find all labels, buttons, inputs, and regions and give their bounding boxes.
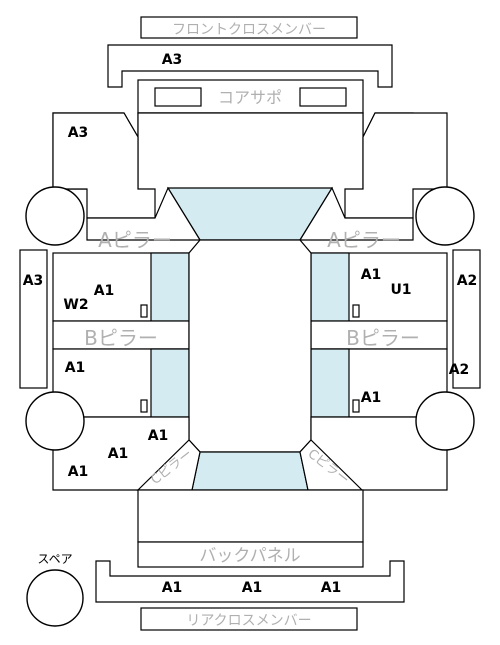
damage-code-fr-door-1: A1 (361, 267, 382, 283)
rear-left-handle (140, 399, 148, 413)
right-side-sill (452, 249, 481, 389)
rear-right-handle (352, 399, 360, 413)
damage-code-front-left-fender: A3 (68, 125, 89, 141)
a-pillar-left-label: Aピラー (98, 228, 172, 252)
a-pillar-right (298, 186, 414, 241)
rear-cross-member: リアクロスメンバー (140, 607, 358, 631)
rear-bumper-bracket (95, 560, 405, 603)
damage-code-fl-door-1: A1 (94, 283, 115, 299)
damage-code-right-sill: A2 (457, 273, 478, 289)
damage-code-left-sill: A3 (23, 273, 44, 289)
front-cross-member: フロントクロスメンバー (140, 16, 358, 39)
left-side-sill (19, 249, 48, 389)
damage-code-lr-fender-3: A1 (68, 464, 89, 480)
tire-front-right (415, 186, 475, 246)
front-right-window (310, 252, 350, 322)
front-left-handle (140, 304, 148, 318)
damage-code-right-rear-sill: A2 (449, 362, 470, 378)
damage-code-lr-fender-2: A1 (108, 446, 129, 462)
front-cross-member-label: フロントクロスメンバー (172, 22, 326, 38)
damage-code-rear-cross-1: A1 (162, 580, 183, 596)
b-pillar-left-label: Bピラー (84, 326, 158, 350)
rear-left-window (150, 348, 190, 418)
front-bumper-bracket (107, 44, 393, 88)
b-pillar-right-label: Bピラー (346, 326, 420, 350)
back-panel-label: バックパネル (199, 546, 300, 566)
rear-right-window (310, 348, 350, 418)
damage-code-fl-door-2: W2 (63, 297, 88, 313)
front-left-fender (52, 112, 156, 219)
tire-front-left (25, 186, 85, 246)
damage-code-rear-cross-3: A1 (321, 580, 342, 596)
a-pillar-left (86, 186, 202, 241)
b-pillar-left (52, 320, 190, 350)
damage-code-rl-door: A1 (65, 360, 86, 376)
damage-code-lr-fender-1: A1 (148, 428, 169, 444)
roof (188, 239, 312, 453)
rear-window (191, 451, 309, 491)
back-panel (137, 541, 364, 568)
trunk-lid (137, 489, 364, 543)
damage-code-rr-door: A1 (361, 390, 382, 406)
front-left-window (150, 252, 190, 322)
damage-code-rear-cross-2: A1 (242, 580, 263, 596)
rear-cross-member-label: リアクロスメンバー (186, 613, 311, 629)
spare-label: スペア (37, 552, 72, 566)
core-support-label: コアサポ (218, 88, 282, 107)
damage-code-front-cross: A3 (162, 52, 183, 68)
a-pillar-right-label: Aピラー (327, 228, 401, 252)
core-support: コアサポ (137, 79, 364, 114)
b-pillar-right (310, 320, 448, 350)
damage-code-fr-door-2: U1 (390, 282, 411, 298)
tire-spare (26, 569, 84, 627)
tire-rear-right (415, 391, 475, 451)
front-right-handle (352, 304, 360, 318)
tire-rear-left (25, 391, 85, 451)
